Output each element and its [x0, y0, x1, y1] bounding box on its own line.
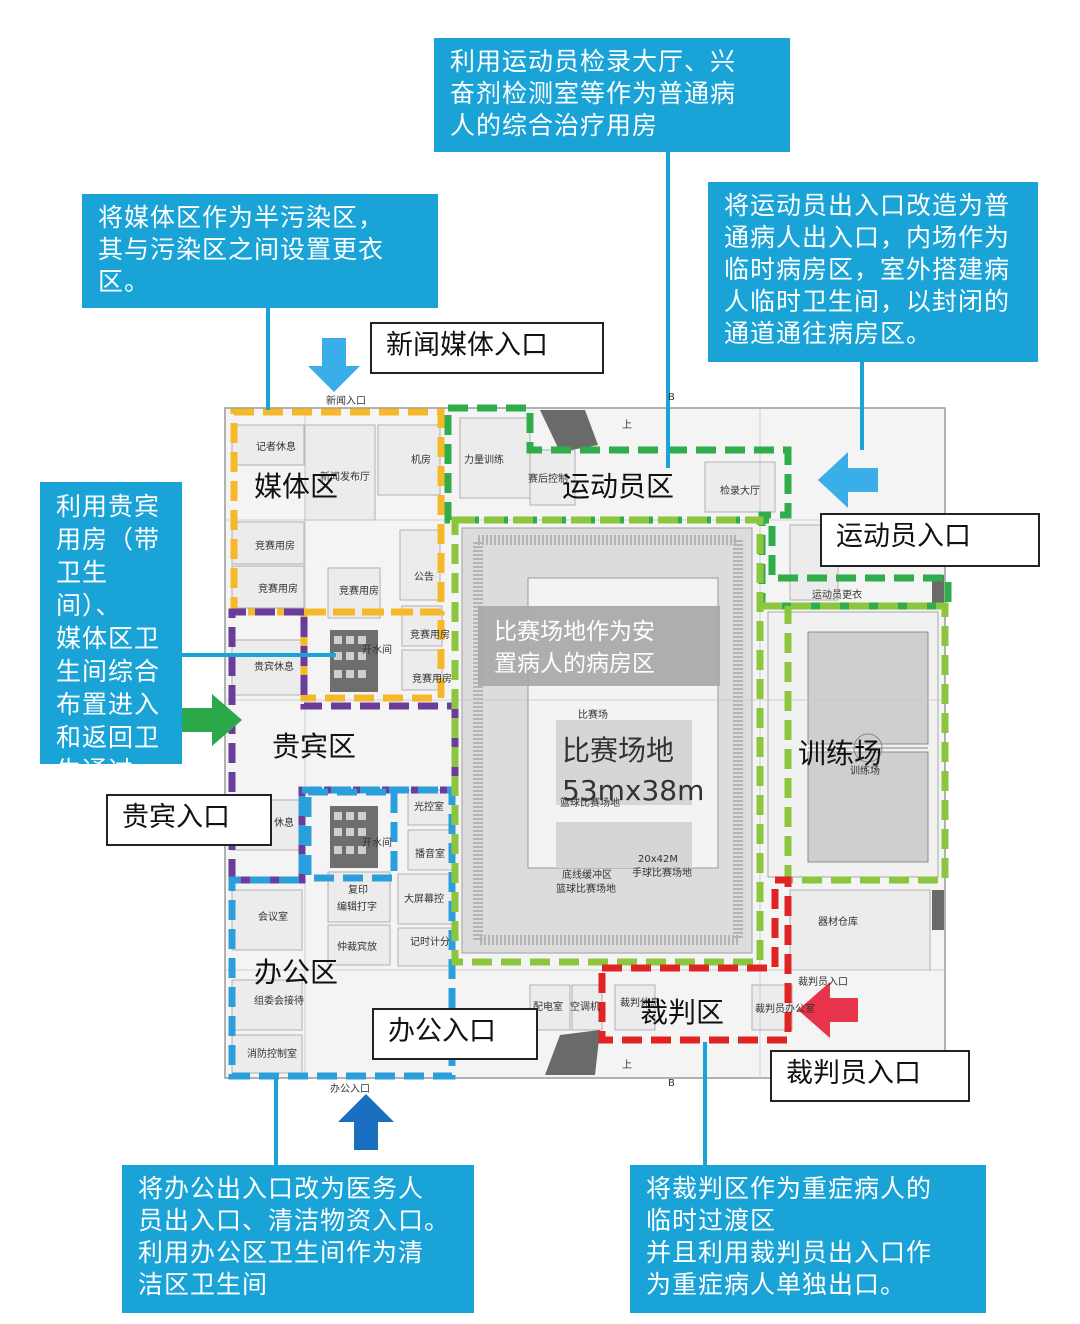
room-label-strength-training: 力量训练	[464, 453, 504, 466]
callout-left: 利用贵宾 用房（带 卫生间）、 媒体区卫 生间综合 布置进入 和返回卫 生通过室…	[40, 482, 182, 818]
room-label-editing: 编辑打字	[337, 900, 377, 913]
arena-note-box	[478, 606, 720, 686]
referee-zone-outline	[598, 876, 792, 1044]
training-courts	[767, 611, 939, 878]
entrance-label-athlete: 运动员入口	[820, 513, 1040, 567]
room-label-vip-lounge: 贵宾休息	[254, 660, 294, 673]
referee-arrow-icon	[798, 982, 858, 1038]
training-zone-outline	[762, 602, 949, 884]
callout-bottom-left: 将办公出入口改为医务人 员出入口、清洁物资入口。 利用办公区卫生间作为清 洁区卫…	[122, 1165, 474, 1313]
zone-label-training: 训练场	[798, 737, 882, 770]
callout-top-right: 将运动员出入口改造为普 通病人出入口，内场作为 临时病房区，室外搭建病 人临时卫…	[708, 182, 1038, 362]
room-label-light-control: 光控室	[414, 800, 444, 813]
zone-label-arena-name: 比赛场地	[562, 734, 674, 767]
room-label-competition-4: 竞赛用房	[410, 628, 450, 641]
entrance-label-referee: 裁判员入口	[770, 1050, 970, 1102]
office-toilet-outline	[304, 788, 398, 882]
zone-label-athlete: 运动员区	[562, 470, 674, 503]
entrance-label-office: 办公入口	[372, 1008, 538, 1060]
room-label-competition-5: 竞赛用房	[412, 672, 452, 685]
stairs-up-label-1: 上	[622, 419, 632, 431]
zone-label-referee: 裁判区	[640, 996, 724, 1029]
room-label-office-entry: 办公入口	[330, 1082, 370, 1095]
room-label-equipment: 器材仓库	[818, 915, 858, 928]
section-label-1: B	[668, 392, 675, 403]
media-arrow-icon	[308, 338, 360, 392]
room-label-arbitration: 仲裁宾放	[337, 940, 377, 953]
room-label-reporter-rest: 记者休息	[256, 440, 296, 453]
room-label-basketball: 篮球比赛场地	[556, 882, 616, 895]
vip-arrow-icon	[182, 694, 242, 746]
callout-top-left: 将媒体区作为半污染区， 其与污染区之间设置更衣 区。	[82, 194, 438, 308]
room-label-referee-rest: 裁判休息	[620, 996, 660, 1009]
arena-note-line-2: 置病人的病房区	[494, 651, 655, 677]
room-label-press-release: 新闻发布厅	[320, 470, 370, 483]
room-label-competition-2: 竞赛用房	[258, 582, 298, 595]
room-grid	[231, 417, 931, 1074]
callout-top-center: 利用运动员检录大厅、兴 奋剂检测室等作为普通病 人的综合治疗用房	[434, 38, 790, 152]
zone-label-vip: 贵宾区	[272, 730, 356, 763]
room-label-training-small: 训练场	[850, 764, 880, 777]
room-label-court: 比赛场	[578, 708, 608, 721]
room-label-press-entry: 新闻入口	[326, 394, 366, 407]
room-label-notice: 公告	[414, 570, 434, 583]
zone-label-media: 媒体区	[254, 470, 338, 503]
room-label-referee-entry: 裁判员入口	[798, 975, 848, 988]
room-label-big-screen: 大屏幕控	[404, 892, 444, 905]
room-label-meeting: 会议室	[258, 910, 288, 923]
room-label-referee-office: 裁判员办公室	[755, 1002, 815, 1015]
arena-zone-outline	[451, 516, 764, 966]
room-label-buffer: 底线缓冲区	[562, 868, 612, 881]
athlete-arrow-icon	[818, 452, 878, 508]
entrance-label-media: 新闻媒体入口	[370, 322, 604, 374]
arena	[461, 527, 753, 954]
room-label-handball-size: 20x42M	[638, 854, 678, 865]
room-label-broadcast: 播音室	[415, 847, 445, 860]
room-label-handball: 手球比赛场地	[632, 866, 692, 879]
room-label-water-2: 开水间	[362, 836, 392, 849]
room-label-competition-1: 竞赛用房	[255, 539, 295, 552]
section-label-2: B	[668, 1078, 675, 1089]
room-label-timing: 记时计分	[410, 935, 450, 948]
media-toilet-outline	[300, 608, 445, 702]
callout-bottom-right: 将裁判区作为重症病人的 临时过渡区 并且利用裁判员出入口作 为重症病人单独出口。	[630, 1165, 986, 1313]
room-label-competition-3: 竞赛用房	[339, 584, 379, 597]
room-label-ac-room: 空调机	[570, 1000, 600, 1013]
stairs-up-label-2: 上	[622, 1059, 632, 1071]
stairs	[540, 410, 944, 1075]
leader-lines	[182, 152, 864, 1165]
zone-label-arena-size: 53mx38m	[562, 774, 704, 807]
room-label-water-1: 开水间	[362, 643, 392, 656]
room-label-machine-room: 机房	[411, 453, 431, 466]
arena-note-line-1: 比赛场地作为安	[494, 619, 655, 645]
office-arrow-icon	[338, 1094, 394, 1150]
room-label-reception: 组委会接待	[254, 994, 304, 1007]
room-label-copy: 复印	[348, 883, 368, 896]
room-label-athlete-changing: 运动员更衣	[812, 588, 862, 601]
room-label-fire-control: 消防控制室	[247, 1047, 297, 1060]
room-label-rest: 休息	[274, 816, 294, 829]
room-label-basketball-small: 篮球比赛场地	[560, 796, 620, 809]
zone-label-office: 办公区	[254, 956, 338, 989]
toilet-fixtures	[330, 630, 378, 868]
room-label-match-control: 赛后控制	[528, 472, 568, 485]
room-label-distribution: 配电室	[533, 1000, 563, 1013]
room-label-checkin-hall: 检录大厅	[720, 484, 760, 497]
entrance-label-vip: 贵宾入口	[106, 794, 272, 846]
